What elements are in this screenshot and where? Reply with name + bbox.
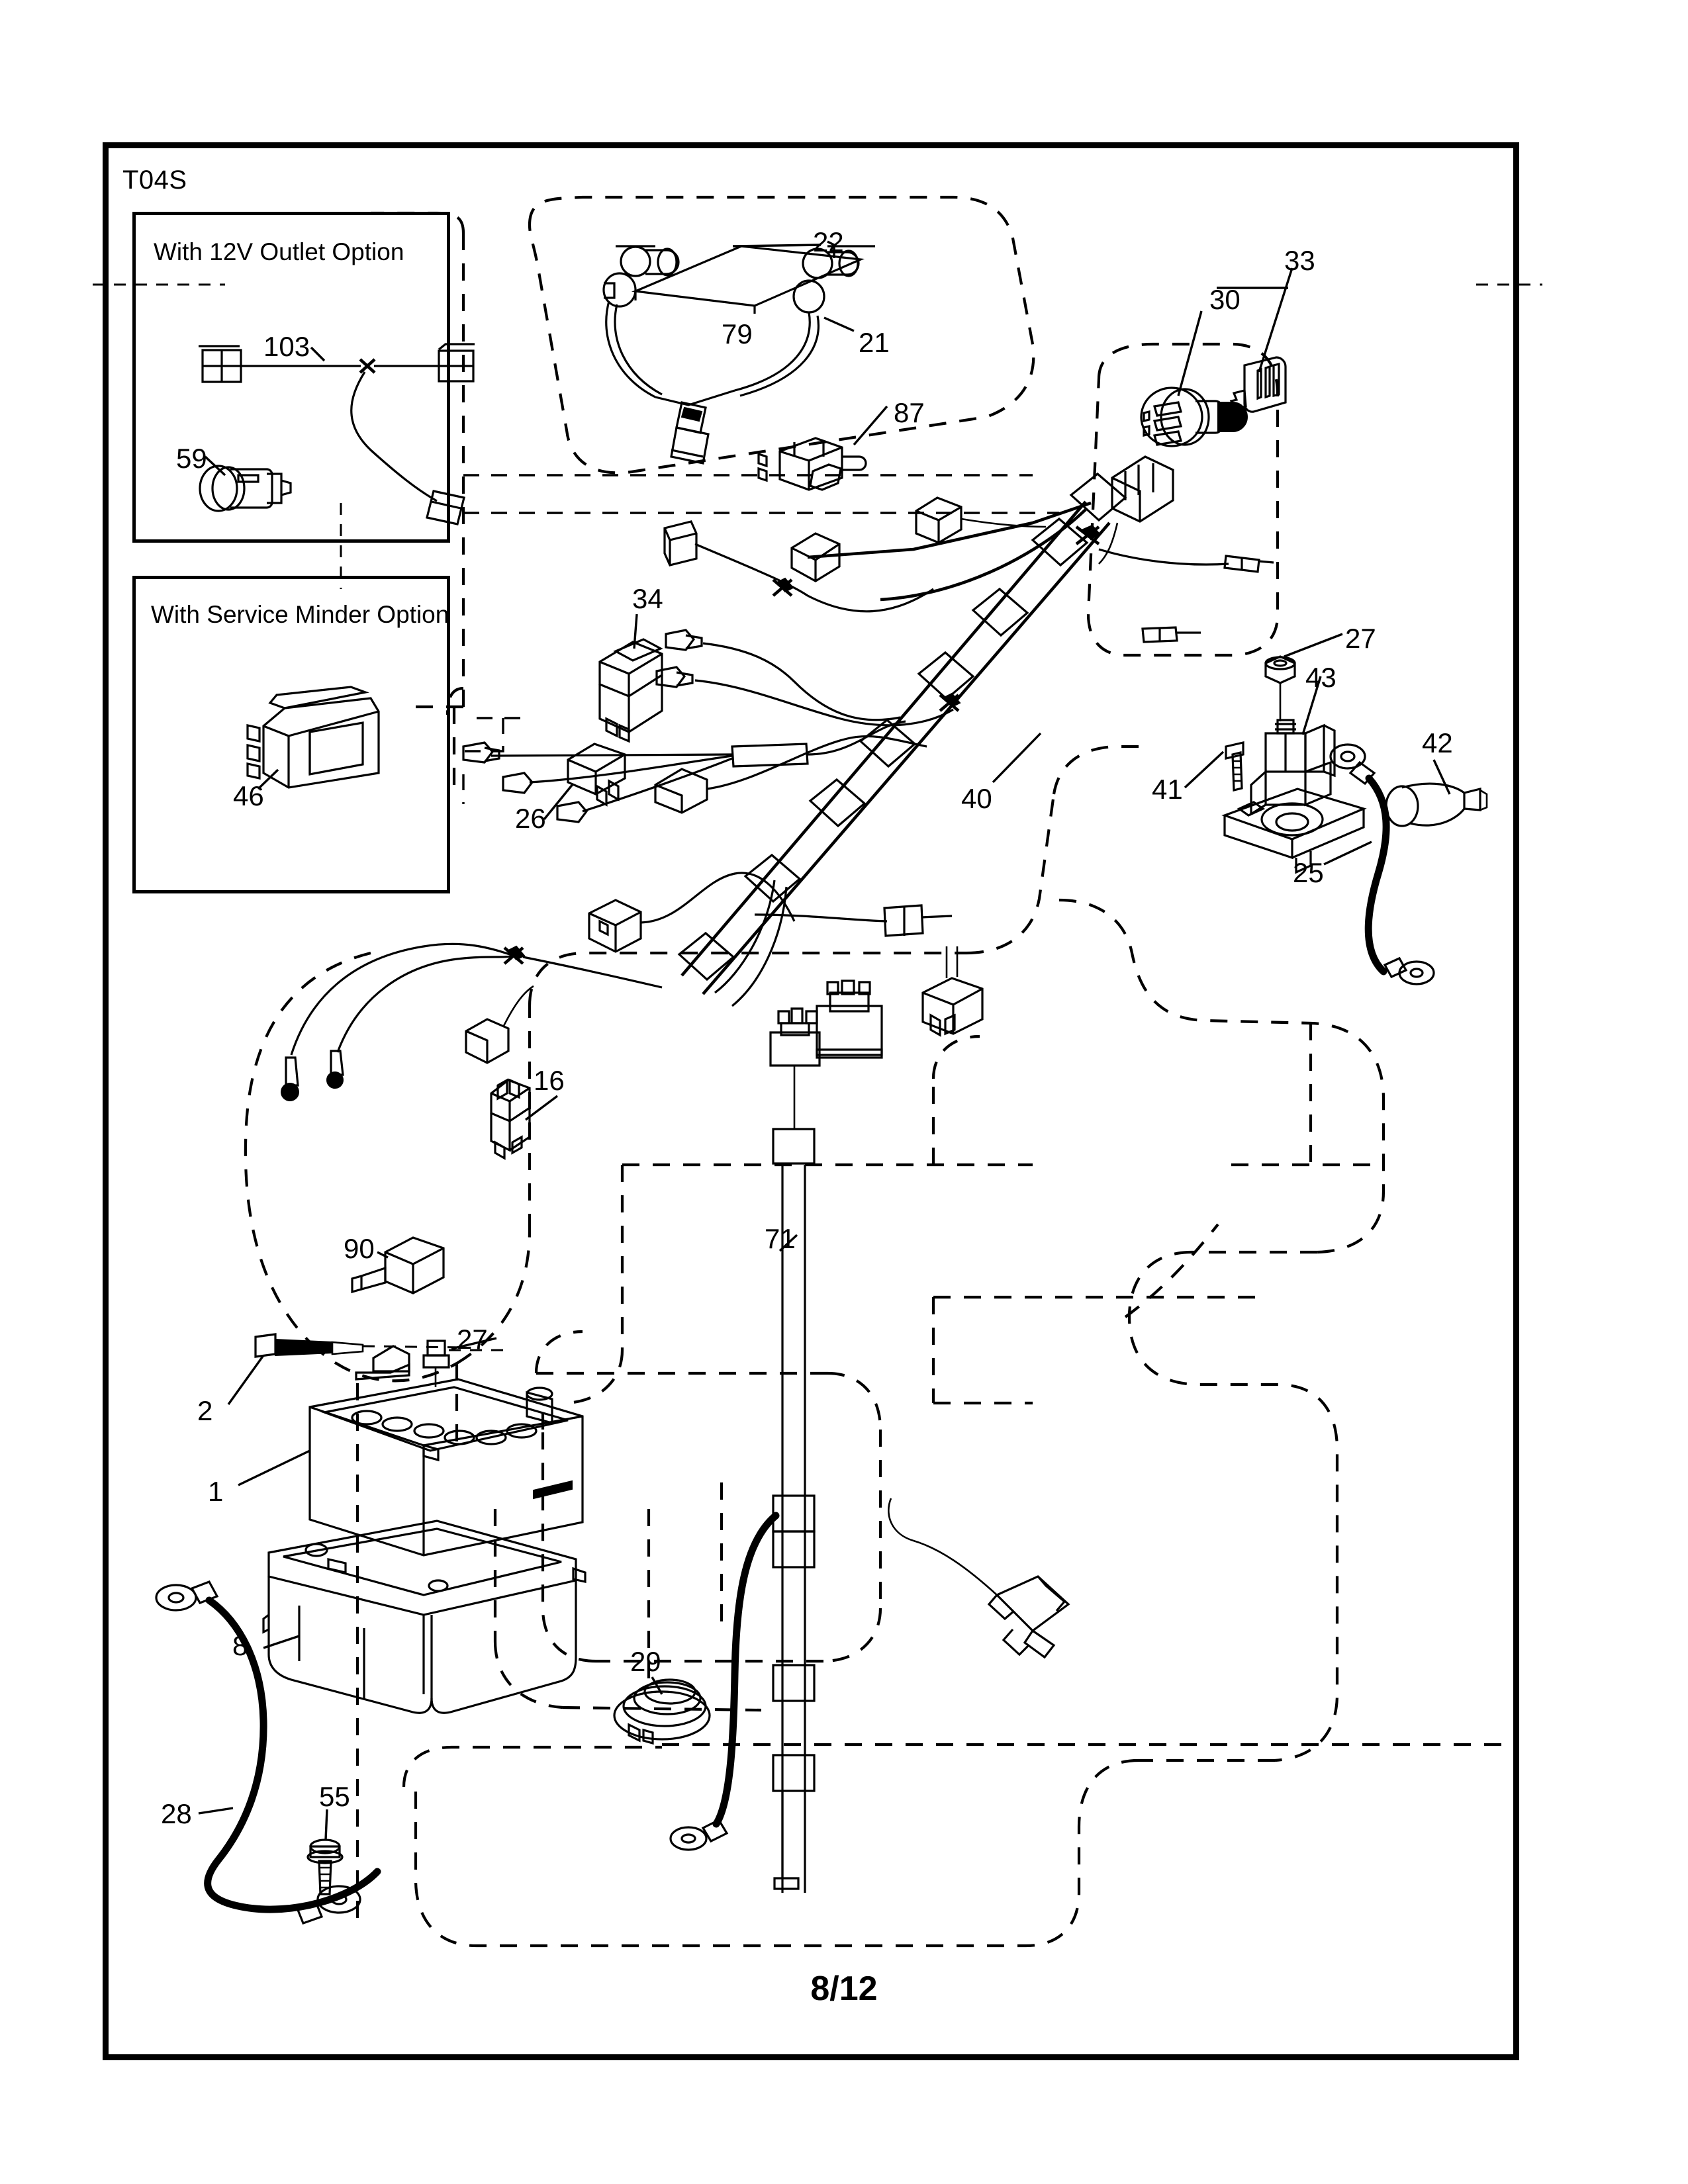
callout-103: 103 xyxy=(263,331,310,362)
callout-1: 1 xyxy=(208,1476,224,1507)
inset-outlet-option-title: With 12V Outlet Option xyxy=(154,238,404,265)
callout-8: 8 xyxy=(232,1630,248,1661)
callout-59: 59 xyxy=(176,443,207,474)
callout-71: 71 xyxy=(765,1223,796,1254)
callout-16: 16 xyxy=(534,1065,565,1096)
callout-55: 55 xyxy=(319,1781,350,1812)
callout-34: 34 xyxy=(632,583,663,614)
callout-27-solenoid: 27 xyxy=(1345,623,1376,654)
callout-22: 22 xyxy=(813,226,844,257)
callout-40: 40 xyxy=(961,783,992,814)
callout-90: 90 xyxy=(344,1233,375,1264)
model-code-label: T04S xyxy=(122,165,187,195)
callout-30: 30 xyxy=(1209,284,1241,315)
callout-41: 41 xyxy=(1152,774,1183,805)
callout-25: 25 xyxy=(1293,857,1324,888)
page-number: 8/12 xyxy=(810,1970,878,2008)
inset-service-minder-option xyxy=(132,576,450,893)
callout-33: 33 xyxy=(1284,245,1315,276)
diagram-border xyxy=(103,142,1519,2060)
callout-87: 87 xyxy=(894,397,925,428)
callout-28: 28 xyxy=(161,1798,192,1829)
callout-2: 2 xyxy=(197,1395,213,1426)
callout-27-battery: 27 xyxy=(457,1324,488,1355)
callout-46: 46 xyxy=(233,780,264,811)
callout-42: 42 xyxy=(1422,727,1453,758)
callout-79: 79 xyxy=(722,318,753,349)
callout-21: 21 xyxy=(859,327,890,358)
inset-service-minder-option-title: With Service Minder Option xyxy=(151,601,449,628)
callout-43: 43 xyxy=(1305,662,1336,693)
callout-29: 29 xyxy=(630,1646,661,1677)
callout-26: 26 xyxy=(515,803,546,834)
